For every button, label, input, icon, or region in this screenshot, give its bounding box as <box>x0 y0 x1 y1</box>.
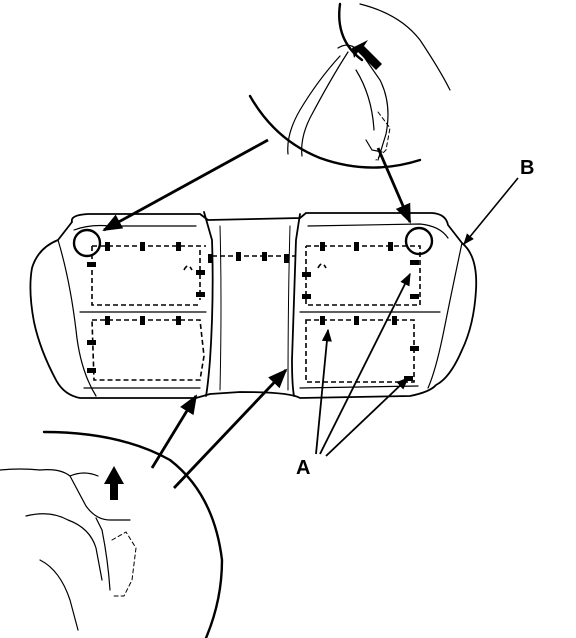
top-detail-inset <box>248 2 451 169</box>
cushion-outline <box>29 212 478 399</box>
top-inset-border <box>248 94 422 169</box>
arrow-to-center-right-seam <box>172 368 288 489</box>
bottom-inset-arrow <box>104 466 124 500</box>
top-inset-border-rim <box>338 2 364 62</box>
bottom-inset-border <box>42 430 224 638</box>
callout-label-b: B <box>520 157 534 179</box>
hidden-frame-lines <box>91 245 421 383</box>
callout-b-leader <box>463 177 519 245</box>
cushion-front-edge <box>83 385 419 389</box>
arrow-to-left-hook <box>102 138 269 232</box>
bottom-detail-inset <box>0 430 224 638</box>
leader-lines <box>102 138 412 489</box>
arrow-to-center-left-seam <box>150 394 198 469</box>
arrow-to-right-hook <box>376 147 412 224</box>
right-bolster-line <box>427 242 463 389</box>
callout-label-a: A <box>296 457 310 479</box>
left-bolster-line <box>57 239 97 397</box>
center-right-seam <box>291 213 301 397</box>
center-left-seam <box>203 211 214 397</box>
cushion-inner-edge <box>73 223 449 239</box>
center-seam-inner-r <box>287 225 291 391</box>
top-inset-arrow <box>352 40 382 70</box>
callout-a-leaders <box>315 272 411 457</box>
right-corner-hook-circle <box>404 226 434 256</box>
center-seam-inner-l <box>219 225 222 391</box>
left-corner-hook-circle <box>72 228 102 258</box>
